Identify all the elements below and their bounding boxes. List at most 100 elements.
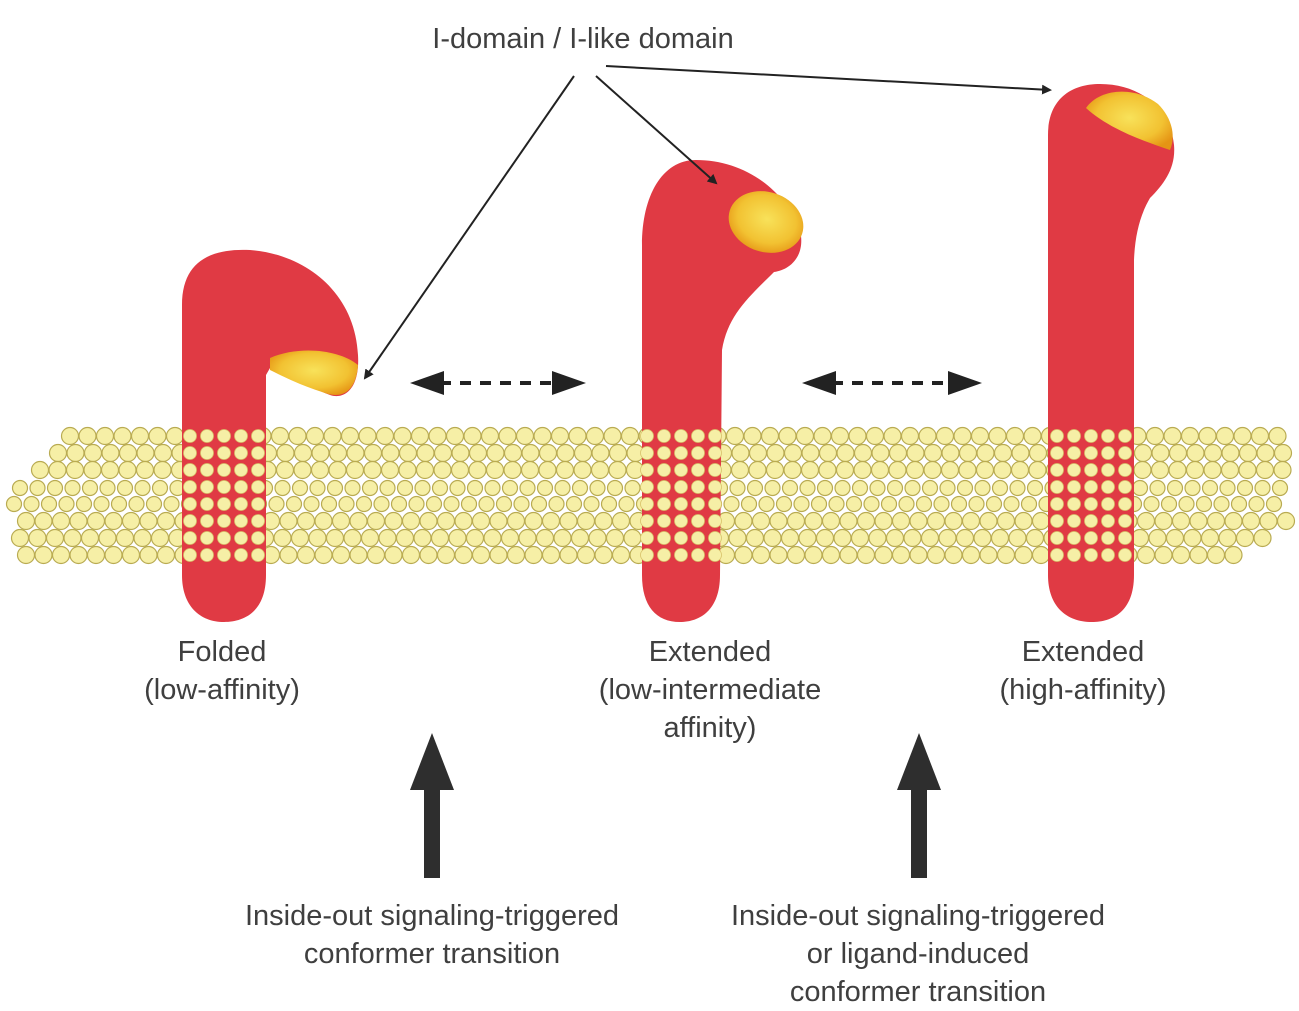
lipid-head (870, 481, 885, 496)
transmembrane-dot (641, 481, 654, 494)
transmembrane-dot (235, 464, 248, 477)
lipid-head (504, 462, 521, 479)
lipid-head (42, 497, 57, 512)
lipid-head (514, 497, 529, 512)
transmembrane-dot (1102, 447, 1115, 460)
lipid-head (330, 445, 347, 462)
lipid-head (468, 481, 483, 496)
lipid-head (102, 445, 119, 462)
lipid-head (18, 547, 35, 564)
transmembrane-dot (235, 481, 248, 494)
lipid-head (1234, 428, 1251, 445)
lipid-head (520, 481, 535, 496)
transmembrane-dot (218, 481, 231, 494)
lipid-head (47, 530, 64, 547)
lipid-head (924, 462, 941, 479)
lipid-head (277, 462, 294, 479)
lipid-head (49, 462, 66, 479)
lipid-head (298, 513, 315, 530)
lipid-head (1219, 530, 1236, 547)
transmembrane-dot (184, 464, 197, 477)
lipid-head (123, 547, 140, 564)
lipid-head (782, 530, 799, 547)
lipid-head (858, 547, 875, 564)
lipid-head (960, 445, 977, 462)
callout-text: I-domain / I-like domain (383, 20, 783, 58)
lipid-head (105, 547, 122, 564)
lipid-head (837, 462, 854, 479)
lipid-head (1238, 481, 1253, 496)
transmembrane-dot (1068, 447, 1081, 460)
lipid-head (432, 530, 449, 547)
transmembrane-dot (252, 481, 265, 494)
lipid-head (1278, 513, 1295, 530)
transmembrane-dot (675, 481, 688, 494)
transmembrane-dot (1068, 464, 1081, 477)
lipid-head (359, 428, 376, 445)
lipid-head (525, 547, 542, 564)
lipid-head (555, 481, 570, 496)
state-high-line2: (high-affinity) (933, 671, 1233, 709)
transmembrane-dot (709, 481, 722, 494)
lipid-head (379, 530, 396, 547)
lipid-head (398, 481, 413, 496)
state-folded-line1: Folded (72, 633, 372, 671)
lipid-head (974, 530, 991, 547)
lipid-head (1152, 462, 1169, 479)
transmembrane-dot (692, 447, 705, 460)
lipid-head (420, 513, 437, 530)
lipid-head (785, 445, 802, 462)
lipid-head (1197, 497, 1212, 512)
equilibrium-arrow-left (410, 371, 586, 395)
transmembrane-dot (201, 549, 214, 562)
transition-arrow-right (897, 733, 941, 878)
lipid-head (1033, 513, 1050, 530)
lipid-head (1027, 530, 1044, 547)
transmembrane-dot (641, 464, 654, 477)
lipid-head (469, 462, 486, 479)
lipid-head (490, 547, 507, 564)
lipid-head (575, 445, 592, 462)
lipid-head (954, 428, 971, 445)
lipid-head (427, 497, 442, 512)
lipid-head (980, 513, 997, 530)
lipid-head (1004, 497, 1019, 512)
lipid-head (905, 481, 920, 496)
lipid-head (1185, 481, 1200, 496)
lipid-head (449, 530, 466, 547)
lipid-head (1203, 481, 1218, 496)
transmembrane-dot (709, 515, 722, 528)
lipid-head (840, 547, 857, 564)
lipid-head (875, 513, 892, 530)
lipid-head (149, 428, 166, 445)
lipid-head (365, 445, 382, 462)
lipid-head (538, 481, 553, 496)
lipid-head (473, 547, 490, 564)
lipid-head (415, 481, 430, 496)
lipid-head (875, 547, 892, 564)
lipid-head (342, 428, 359, 445)
lipid-head (1275, 445, 1292, 462)
lipid-head (834, 530, 851, 547)
lipid-head (1015, 513, 1032, 530)
lipid-head (995, 445, 1012, 462)
transmembrane-dot (201, 532, 214, 545)
lipid-head (88, 513, 105, 530)
transmembrane-dot (658, 481, 671, 494)
lipid-head (928, 547, 945, 564)
lipid-head (94, 497, 109, 512)
lipid-head (24, 497, 39, 512)
lipid-head (105, 513, 122, 530)
lipid-head (609, 462, 626, 479)
lipid-head (818, 481, 833, 496)
lipid-head (479, 497, 494, 512)
transmembrane-dot (675, 498, 688, 511)
lipid-head (140, 547, 157, 564)
lipid-head (123, 513, 140, 530)
pointer-to-intermediate (596, 76, 716, 183)
lipid-head (1030, 445, 1047, 462)
transmembrane-dot (218, 447, 231, 460)
lipid-head (1269, 428, 1286, 445)
lipid-head (987, 497, 1002, 512)
lipid-head (277, 445, 294, 462)
